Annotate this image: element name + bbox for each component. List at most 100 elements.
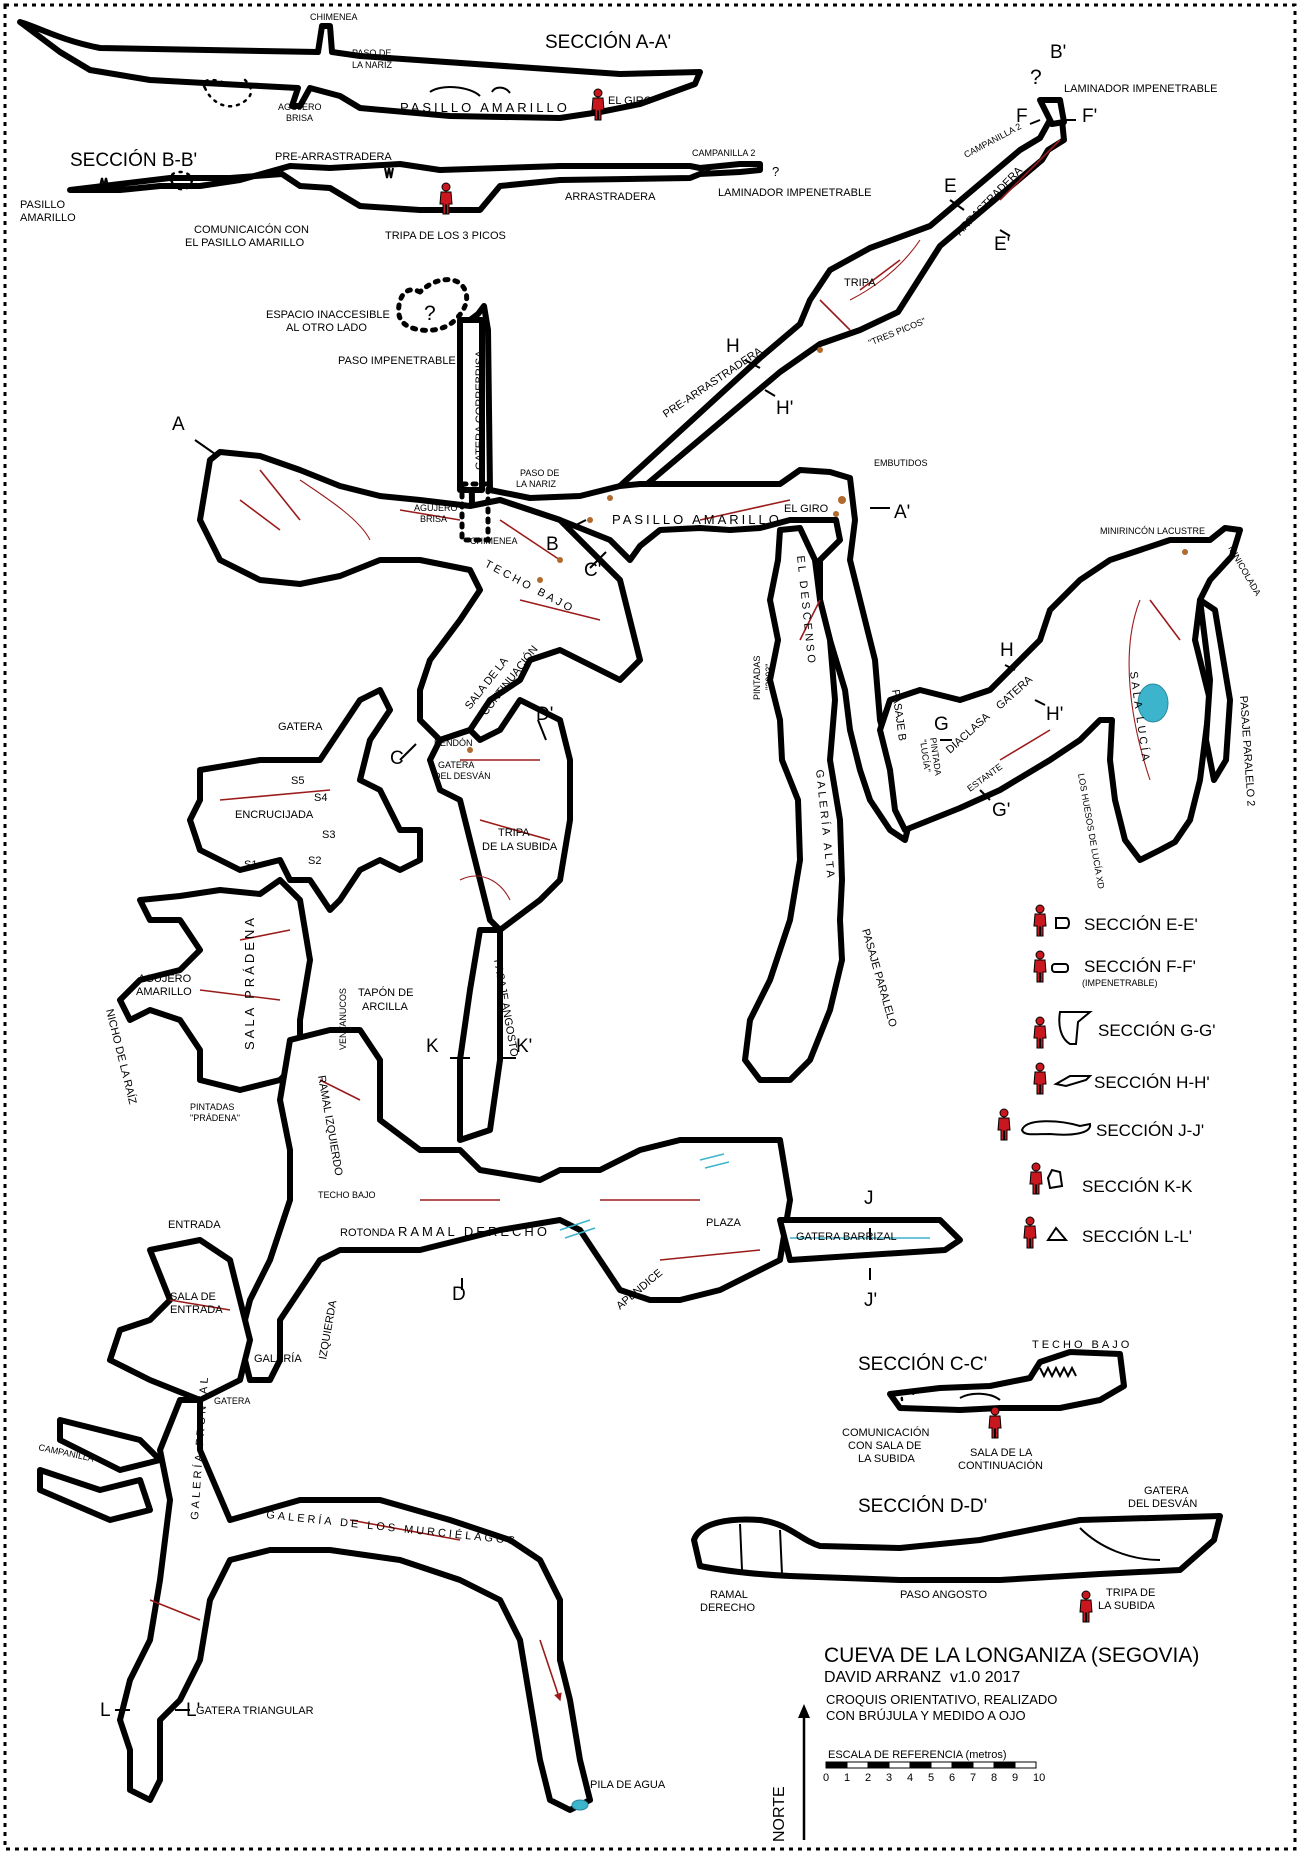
label-tripa-dd: TRIPA DE [1106, 1587, 1155, 1599]
label-pasillo-bb-2: EL PASILLO AMARILLO [185, 237, 305, 249]
label-techo-bajo-small: TECHO BAJO [318, 1190, 376, 1200]
cave-plan [37, 97, 1243, 1813]
passage-pasillo-amarillo [467, 303, 913, 843]
label-izquierda: IZQUIERDA [317, 1299, 339, 1361]
tripa-de-la-subida [427, 697, 573, 933]
label-paso-nariz-aa-2: LA NARIZ [352, 60, 393, 70]
water-hatches [559, 1153, 930, 1239]
label-tripa-subida: TRIPA [498, 827, 530, 839]
scale-tick-label: 1 [844, 1772, 850, 1784]
scale-segment [951, 1761, 974, 1769]
sala-techo-bajo [197, 449, 643, 743]
legend-h: SECCIÓN H-H' [1094, 1073, 1210, 1092]
encrucijada [187, 687, 423, 913]
scale-segment [930, 1761, 953, 1769]
label-arcilla: ARCILLA [362, 1001, 409, 1013]
label-2003: "2003" [764, 664, 774, 690]
label-lucia-quote: "LUCÍA" [918, 739, 932, 773]
title-block: CUEVA DE LA LONGANIZA (SEGOVIA) DAVID AR… [771, 1644, 1199, 1842]
mark-h2: H' [776, 398, 793, 419]
label-agujero-aa: AGUJERO [278, 102, 322, 112]
sala-pradena [117, 877, 313, 1093]
section-cut-marks [115, 119, 1076, 1711]
label-gatera-triangular: GATERA TRIANGULAR [196, 1705, 314, 1717]
lake-lucia [1137, 683, 1169, 723]
label-pintadas-2003: PINTADAS [752, 656, 762, 700]
label-paso-impenetrable: PASO IMPENETRABLE [338, 355, 456, 367]
label-embutidos: EMBUTIDOS [874, 458, 928, 468]
label-galeria: GALERÍA [254, 1352, 302, 1365]
label-amarillo: AMARILLO [136, 986, 192, 998]
title-section-aa: SECCIÓN A-A' [545, 31, 671, 53]
label-pintadas: PINTADAS [190, 1102, 234, 1112]
label-campanilla2-bb: CAMPANILLA 2 [692, 148, 755, 158]
title-section-cc: SECCIÓN C-C' [858, 1353, 987, 1375]
label-entrada: ENTRADA [168, 1219, 221, 1231]
mark-f2: F' [1082, 106, 1097, 127]
mark-e: E [944, 176, 957, 197]
label-gatera-dd: GATERA [1144, 1485, 1189, 1497]
label-q-bb: ? [772, 164, 779, 179]
scale-tick-label: 8 [991, 1772, 997, 1784]
mark-l2: L' [186, 1700, 200, 1721]
mark-e2: E' [994, 234, 1010, 255]
mark-g2: G' [992, 800, 1010, 821]
label-pradena-quote: "PRÁDENA" [190, 1113, 240, 1123]
label-sala-entrada: ENTRADA [170, 1304, 223, 1316]
scale-tick-label: 9 [1012, 1772, 1018, 1784]
scale-tick-label: 4 [907, 1772, 913, 1784]
label-ramal-dd: RAMAL [710, 1589, 748, 1601]
label-giro-aa: EL GIRO [608, 95, 653, 107]
label-brisa-aa: BRISA [286, 113, 313, 123]
north-label: NORTE [771, 1786, 788, 1842]
section-letters: A A' B B' C C' D D' E E' F F' G G' H H' … [100, 42, 1097, 1721]
mark-c2: C' [584, 560, 601, 581]
label-la-nariz-plan: LA NARIZ [516, 479, 557, 489]
label-paso-nariz-aa: PASO DE [352, 48, 391, 58]
scale-segment [1014, 1761, 1037, 1769]
mark-b2: B' [1050, 42, 1066, 63]
label-pasaje-paralelo: PASAJE PARALELO [859, 928, 899, 1029]
label-del-desvan: DEL DESVÁN [434, 771, 491, 781]
label-agujero-plan: AGUJERO [414, 503, 458, 513]
mark-j: J [864, 1188, 874, 1209]
label-el-giro: EL GIRO [784, 503, 829, 515]
sala-de-entrada [107, 1237, 253, 1403]
label-sala-de: SALA DE [170, 1291, 216, 1303]
label-s3: S3 [322, 829, 335, 841]
label-pasillo-bb: PASILLO [20, 199, 65, 211]
label-nicho-raiz: NICHO DE LA RAÍZ [103, 1008, 139, 1106]
mark-a2: A' [894, 502, 910, 523]
label-laminador: LAMINADOR IMPENETRABLE [1064, 83, 1217, 95]
label-s4: S4 [314, 792, 327, 804]
label-gatera: GATERA [278, 721, 323, 733]
espacio-inaccesible [396, 277, 470, 333]
sheet-border [3, 3, 1297, 1851]
side-passages [37, 1417, 163, 1523]
scale-tick-label: 5 [928, 1772, 934, 1784]
label-pasaje-paralelo-2: PASAJE PARALELO 2 [1237, 695, 1257, 806]
mark-h-b: H [1000, 640, 1014, 661]
label-huesos-lucia: LOS HUESOS DE LUCÍA XD [1076, 773, 1106, 890]
wall-details [149, 139, 1181, 1700]
legend-f-sub: (IMPENETRABLE) [1082, 978, 1158, 988]
legend-g: SECCIÓN G-G' [1098, 1021, 1216, 1040]
label-pasillo-amarillo: PASILLO AMARILLO [612, 512, 782, 527]
label-comunicacion-cc: COMUNICACIÓN [842, 1426, 929, 1439]
scale-segment [867, 1761, 890, 1769]
mark-k: K [426, 1036, 439, 1057]
label-plaza: PLAZA [706, 1217, 742, 1229]
sediment-dots [467, 347, 1188, 753]
label-gatera-desvan: GATERA [438, 760, 474, 770]
scale-tick-label: 0 [823, 1772, 829, 1784]
label-gatera-correbrisa: GATERA CORREBRISA [474, 350, 486, 470]
mark-b: B [546, 534, 559, 555]
label-gatera-2: GATERA [214, 1396, 250, 1406]
map-note-1: CROQUIS ORIENTATIVO, REALIZADO [826, 1692, 1057, 1707]
title-section-dd: SECCIÓN D-D' [858, 1495, 987, 1517]
label-tapon: TAPÓN DE [358, 986, 413, 999]
legend-l: SECCIÓN L-L' [1082, 1227, 1192, 1246]
mark-l: L [100, 1700, 111, 1721]
